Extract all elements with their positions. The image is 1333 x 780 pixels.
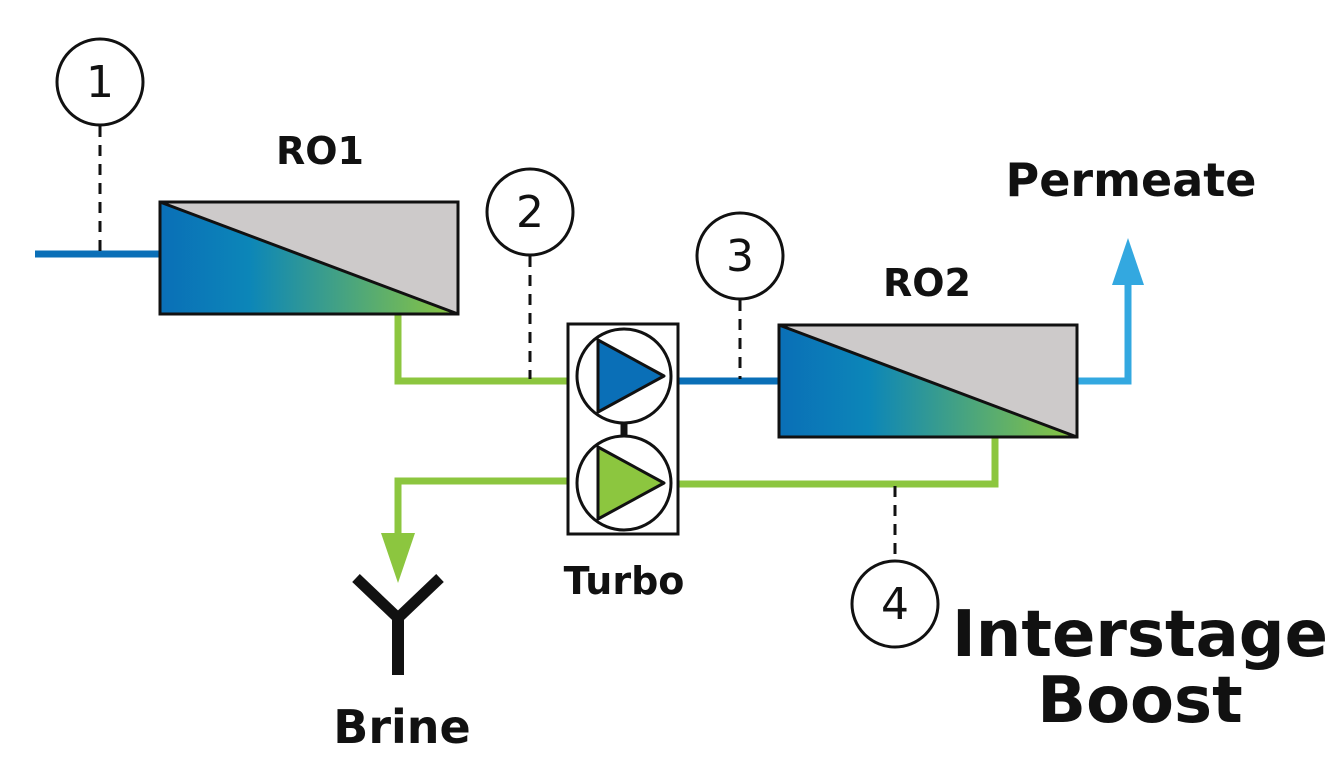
title-line-2: Boost bbox=[1037, 664, 1242, 738]
point-2-number: 2 bbox=[516, 187, 544, 238]
arrow-down-icon bbox=[381, 533, 415, 583]
point-3-marker: 3 bbox=[695, 211, 785, 301]
ro2-label: RO2 bbox=[883, 261, 971, 305]
point-4-marker: 4 bbox=[850, 559, 940, 649]
point-1-number: 1 bbox=[86, 57, 114, 108]
ro1-concentrate-line bbox=[394, 315, 568, 385]
brine-label: Brine bbox=[333, 700, 470, 754]
pump-icon bbox=[575, 434, 673, 532]
point-1-marker: 1 bbox=[55, 37, 145, 127]
pump-icon bbox=[575, 327, 673, 425]
ro2-membrane bbox=[777, 323, 1079, 439]
title-line-1: Interstage bbox=[952, 598, 1328, 672]
ro1-membrane bbox=[158, 200, 460, 316]
point-2-marker: 2 bbox=[485, 167, 575, 257]
turbo-unit bbox=[566, 322, 680, 536]
point-4-number: 4 bbox=[881, 579, 909, 630]
turbo-label: Turbo bbox=[564, 559, 685, 603]
arrow-up-icon bbox=[1112, 238, 1144, 285]
ro2-concentrate-line bbox=[678, 437, 999, 488]
brine-line bbox=[394, 477, 568, 535]
permeate-line bbox=[1077, 280, 1132, 385]
permeate-label: Permeate bbox=[1006, 153, 1257, 207]
point-3-number: 3 bbox=[726, 231, 754, 282]
ro1-label: RO1 bbox=[276, 129, 364, 173]
drain-icon bbox=[352, 574, 444, 675]
